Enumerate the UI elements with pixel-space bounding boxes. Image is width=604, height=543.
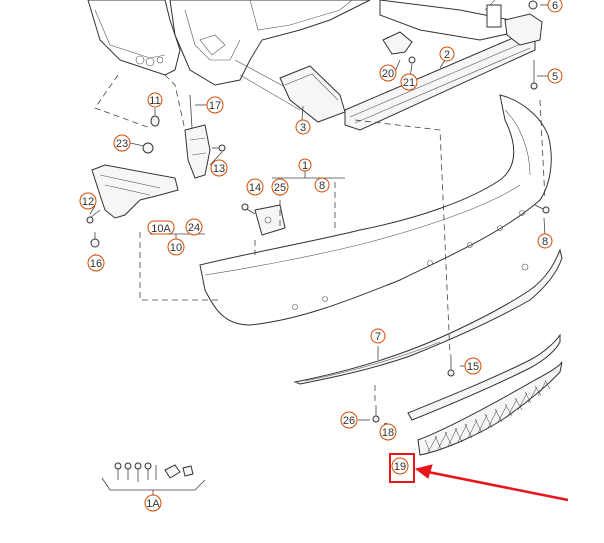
svg-text:3: 3 [300,122,306,134]
svg-text:8: 8 [542,236,548,248]
side-bracket [91,164,179,219]
callout-20: 20 [379,64,397,82]
red-arrow-icon [427,470,569,502]
callout-11: 11 [147,92,163,108]
svg-text:1A: 1A [146,498,160,510]
svg-text:20: 20 [382,68,394,80]
svg-text:26: 26 [343,415,355,427]
svg-text:14: 14 [249,182,261,194]
callout-12: 12 [79,192,97,210]
svg-text:21: 21 [403,77,415,89]
svg-text:7: 7 [375,331,381,343]
callout-13: 13 [210,159,228,177]
callout-16: 16 [87,254,105,272]
callout-8-top: 8 [314,177,330,193]
arrow-head [414,464,433,479]
svg-text:12: 12 [82,196,94,208]
svg-text:2: 2 [444,49,450,61]
svg-text:18: 18 [382,427,394,439]
callout-23: 23 [113,134,131,152]
callout-1A: 1A [144,494,162,512]
callout-25: 25 [271,178,289,196]
impact-bar [344,13,543,131]
callout-17: 17 [206,96,224,114]
bracket-3 [279,65,346,123]
svg-text:5: 5 [552,71,558,83]
callout-7: 7 [370,328,386,344]
callout-18: 18 [379,423,397,441]
callout-10A: 10A [147,220,175,235]
lower-spoiler [293,248,563,385]
bumper-cover [199,94,552,326]
trim-strip [407,333,561,421]
callout-21: 21 [400,73,418,91]
callout-3: 3 [295,119,311,135]
callout-14: 14 [246,178,264,196]
svg-text:24: 24 [188,222,200,234]
svg-text:10: 10 [170,242,182,254]
highlight-box [389,453,415,483]
svg-text:8: 8 [319,180,325,192]
callout-15: 15 [464,357,482,375]
grille [417,361,563,456]
svg-text:11: 11 [149,95,160,107]
mount-bracket [184,124,211,179]
svg-text:10A: 10A [151,223,171,235]
car-body-rear-section [87,0,526,111]
callout-6: 6 [547,0,563,13]
clip [254,204,286,236]
svg-text:19: 19 [394,461,406,473]
svg-text:1: 1 [302,160,308,172]
callout-8-right: 8 [537,233,553,249]
svg-text:25: 25 [274,182,286,194]
hardware-parts [86,0,550,482]
svg-text:23: 23 [116,138,128,150]
svg-text:15: 15 [467,361,479,373]
callout-19: 19 [391,457,409,475]
callout-1: 1 [298,158,312,172]
callout-24: 24 [185,218,203,236]
callout-2: 2 [439,46,455,62]
callout-5: 5 [547,68,563,84]
highlight-annotation [389,453,569,502]
svg-text:13: 13 [213,163,225,175]
svg-text:16: 16 [90,258,102,270]
svg-text:17: 17 [209,100,221,112]
callout-10: 10 [167,238,185,256]
svg-text:6: 6 [552,0,558,12]
callout-26: 26 [340,411,358,429]
